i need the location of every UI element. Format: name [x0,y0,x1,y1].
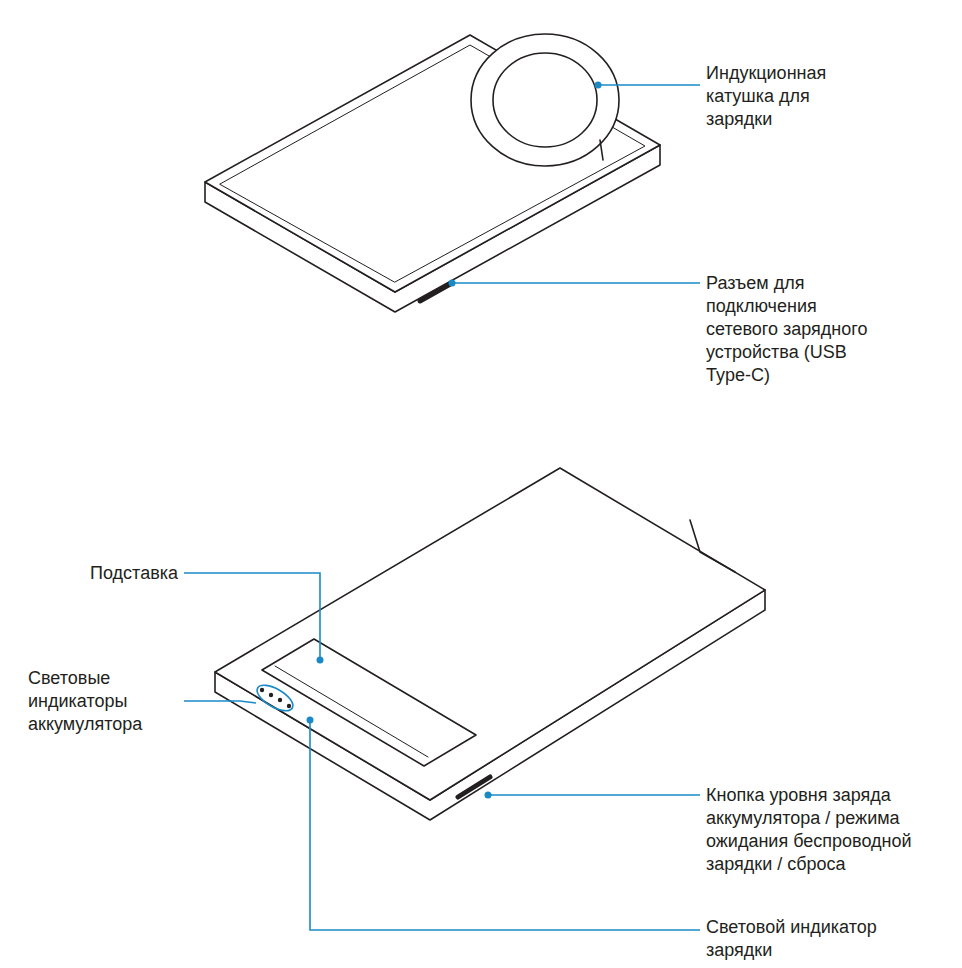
callout-label: Световые индикаторы аккумулятора [28,667,180,736]
induction-coil [493,53,597,147]
leader-line [310,720,700,930]
device-back-face [215,468,765,800]
leader-line [452,282,700,284]
leader-line [598,84,700,86]
leader-line [488,794,700,796]
callout-label: Подставка [20,562,178,585]
coil-notch [600,140,603,160]
stand [262,639,476,766]
leader-line [184,573,320,660]
battery-leds [260,688,291,708]
leader-lines [184,85,700,930]
device-top-face [205,35,660,292]
callout-label: Разъем для подключения сетевого зарядног… [706,272,891,387]
leader-line [184,701,256,703]
callout-label: Световой индикатор зарядки [706,916,896,962]
stand-edge [275,666,428,757]
callout-label: Кнопка уровня заряда аккумулятора / режи… [706,784,941,876]
coil-ring [471,34,619,166]
usb-c-port [420,283,452,301]
device-notch [690,520,735,572]
leader-ring [253,680,297,716]
callout-label: Индукционная катушка для зарядки [706,62,881,131]
leader-dots [307,82,602,799]
device-edge [220,45,645,282]
